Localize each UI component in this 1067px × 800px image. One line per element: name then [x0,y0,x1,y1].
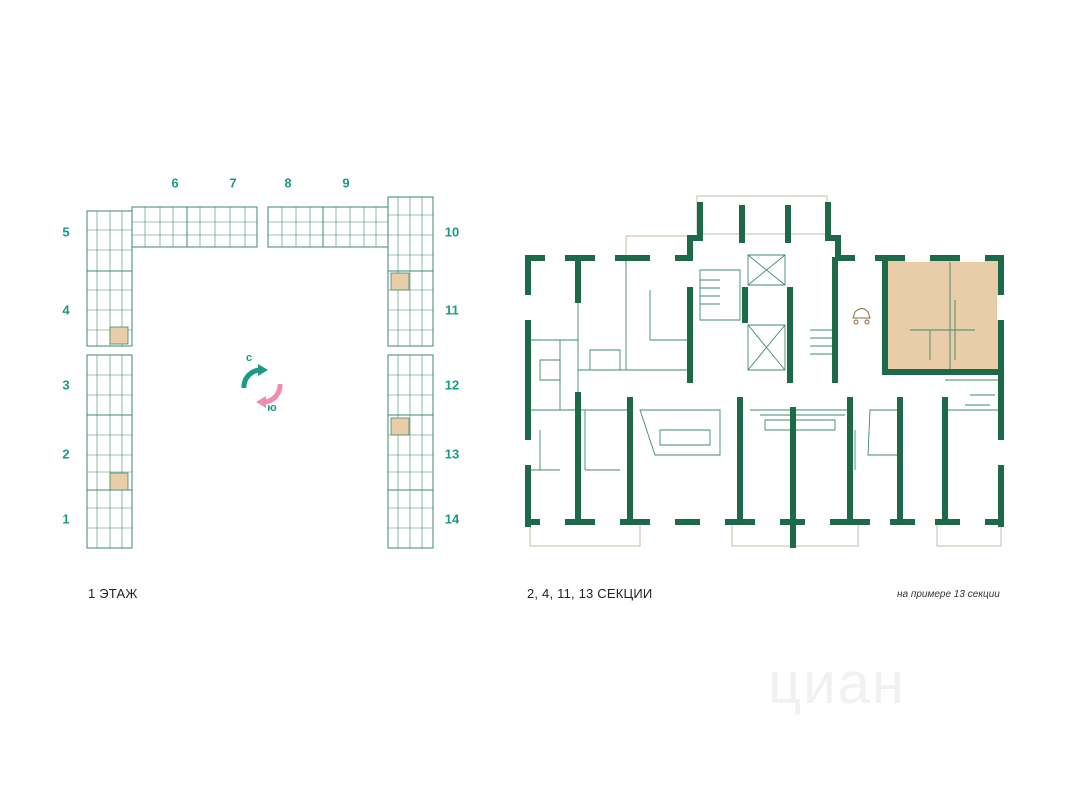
section-label-10[interactable]: 10 [444,224,460,240]
section-label-14[interactable]: 14 [444,511,460,527]
highlight-section-13 [390,417,410,436]
watermark-logo: циан [768,651,906,716]
highlight-section-4 [109,326,129,345]
section-label-11[interactable]: 11 [445,302,459,318]
compass-north-label: с [245,352,253,364]
section-7-block [186,206,258,248]
highlight-section-11 [390,272,410,291]
section-label-2[interactable]: 2 [62,446,70,462]
section-label-9[interactable]: 9 [342,175,350,191]
compass-icon [241,364,283,408]
section-11-block [387,270,434,347]
section-4-block [86,270,133,347]
section-14-block [387,489,434,549]
highlight-section-2 [109,472,129,491]
section-plan-title: 2, 4, 11, 13 СЕКЦИИ [527,586,653,601]
section-label-3[interactable]: 3 [62,377,70,393]
section-label-12[interactable]: 12 [444,377,460,393]
section-1-block [86,489,133,549]
compass-south-label: ю [267,402,277,414]
highlighted-apartment [885,260,999,370]
section-label-4[interactable]: 4 [62,302,70,318]
section-label-1[interactable]: 1 [62,511,70,527]
floor-caption: 1 ЭТАЖ [88,586,138,601]
section-plan-note: на примере 13 секции [897,589,1000,600]
stroller-icon [852,308,871,325]
section-label-8[interactable]: 8 [284,175,292,191]
top-loggia [696,195,828,235]
section-label-7[interactable]: 7 [229,175,237,191]
section-label-13[interactable]: 13 [444,446,460,462]
outer-wall-top [525,202,1004,261]
section-label-5[interactable]: 5 [62,224,70,240]
section-label-6[interactable]: 6 [171,175,179,191]
